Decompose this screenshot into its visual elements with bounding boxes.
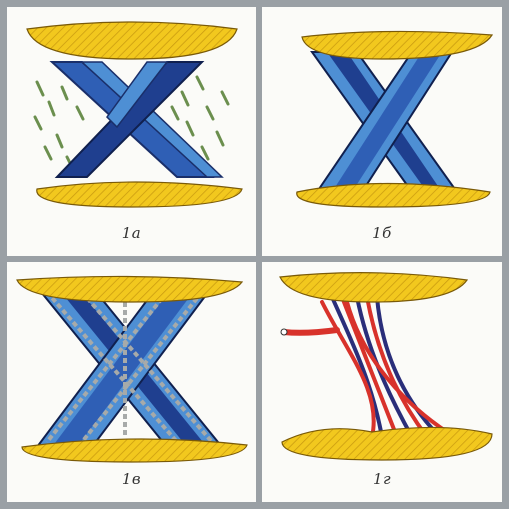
- panel-label-1v: 1в: [7, 470, 256, 488]
- panel-label-1g: 1г: [262, 470, 502, 488]
- panel-1b-illustration: [262, 7, 502, 256]
- bone-top: [302, 31, 492, 59]
- panel-1a: 1a: [7, 7, 256, 256]
- bone-top: [280, 273, 467, 302]
- panel-1a-illustration: [7, 7, 256, 256]
- panel-1v-illustration: [7, 262, 256, 502]
- bone-bottom: [282, 427, 492, 460]
- bone-bottom: [37, 182, 242, 207]
- twisted-fibers: [322, 297, 447, 437]
- panel-1b: 1б: [262, 7, 502, 256]
- panel-label-1b: 1б: [262, 224, 502, 242]
- panel-1g-illustration: [262, 262, 502, 502]
- bone-bottom: [297, 184, 490, 208]
- panel-1g: 1г: [262, 262, 502, 502]
- bone-top: [27, 22, 237, 59]
- panel-1v: 1в: [7, 262, 256, 502]
- loose-fiber: [284, 330, 337, 333]
- panel-label-1a: 1a: [7, 224, 256, 242]
